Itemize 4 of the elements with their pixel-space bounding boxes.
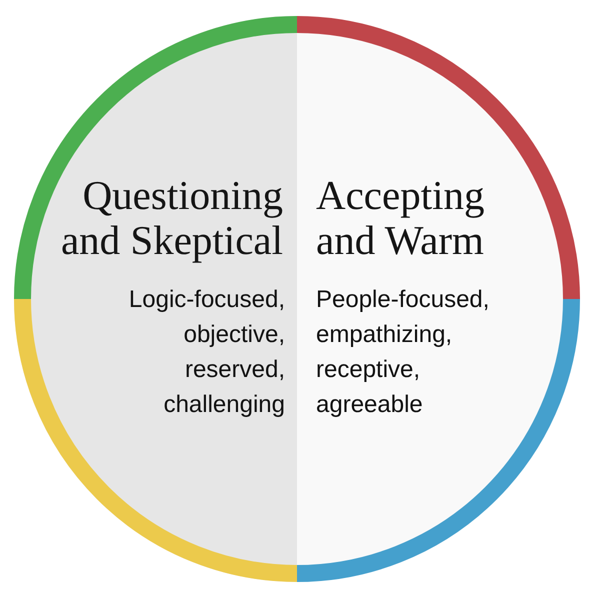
heading: Questioning and Skeptical	[60, 173, 283, 263]
description: People-focused, empathizing, receptive, agreeable	[316, 285, 490, 420]
heading: Accepting and Warm	[316, 173, 486, 263]
description: Logic-focused, objective, reserved, challenging	[128, 285, 285, 420]
